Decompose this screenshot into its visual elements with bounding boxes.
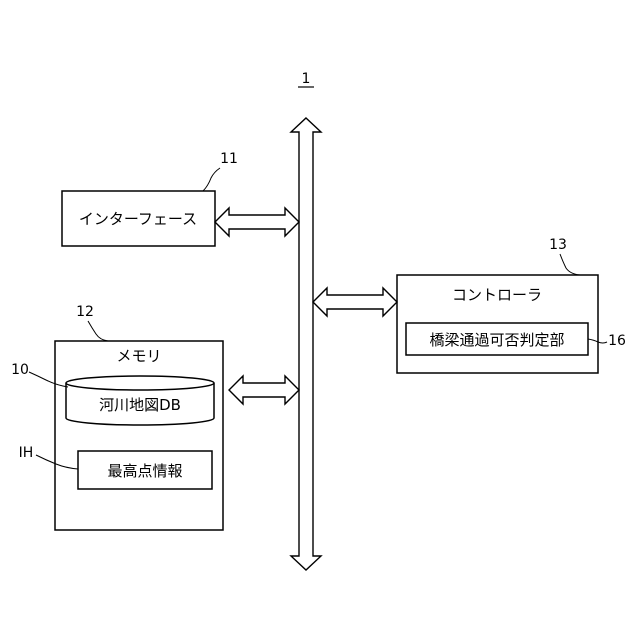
river-db-cylinder-top: [66, 376, 214, 390]
river-db-label: 河川地図DB: [99, 396, 181, 414]
controller-leader-line: [560, 254, 580, 275]
system-bus-arrow: [291, 118, 321, 570]
interface-ref: 11: [220, 151, 238, 167]
memory-leader-line: [88, 321, 108, 341]
bridge-unit-ref: 16: [608, 333, 626, 349]
interface-leader-line: [203, 168, 220, 191]
max-info-label: 最高点情報: [107, 462, 182, 480]
controller-ref: 13: [549, 237, 567, 253]
system-ref-label: 1: [302, 71, 311, 87]
memory-bus-arrow: [229, 376, 299, 404]
controller-bus-arrow: [313, 288, 397, 316]
memory-box: [55, 341, 223, 530]
controller-label: コントローラ: [452, 286, 542, 304]
interface-label: インターフェース: [79, 210, 197, 228]
bridge-unit-label: 橋梁通過可否判定部: [429, 331, 564, 349]
interface-bus-arrow: [215, 208, 299, 236]
memory-label: メモリ: [116, 347, 161, 365]
river-db-ref: 10: [11, 362, 29, 378]
memory-ref: 12: [76, 304, 94, 320]
max-info-ref: IH: [19, 445, 34, 461]
